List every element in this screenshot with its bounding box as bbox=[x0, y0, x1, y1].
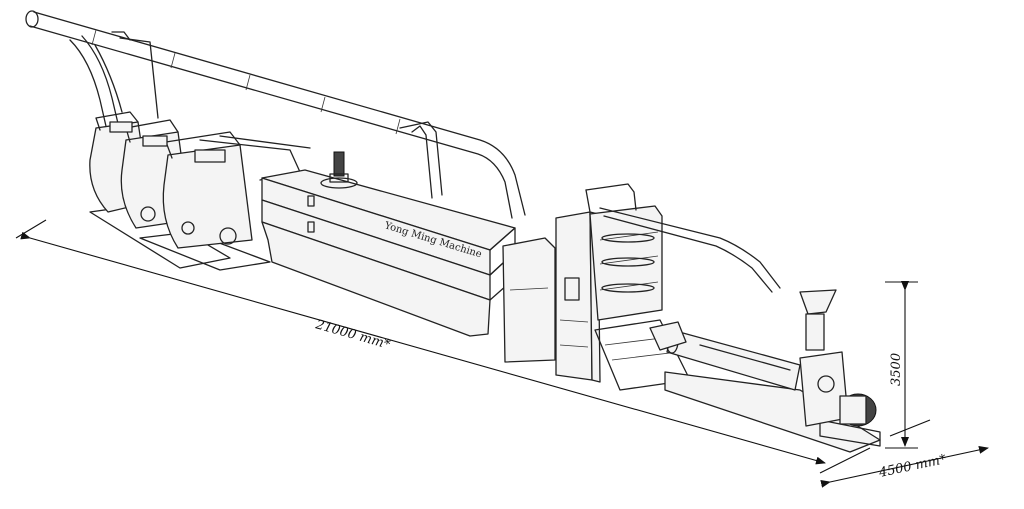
overhead-pipe bbox=[25, 10, 526, 219]
width-dimension-label: 4500 mm* bbox=[877, 452, 948, 481]
height-dimension-label: 3500 bbox=[889, 353, 904, 386]
dimension-lines bbox=[15, 219, 989, 488]
length-dimension-label: 21000 mm* bbox=[313, 317, 392, 353]
brand-label: Yong Ming Machine bbox=[382, 220, 483, 260]
feeder-units bbox=[89, 111, 311, 271]
